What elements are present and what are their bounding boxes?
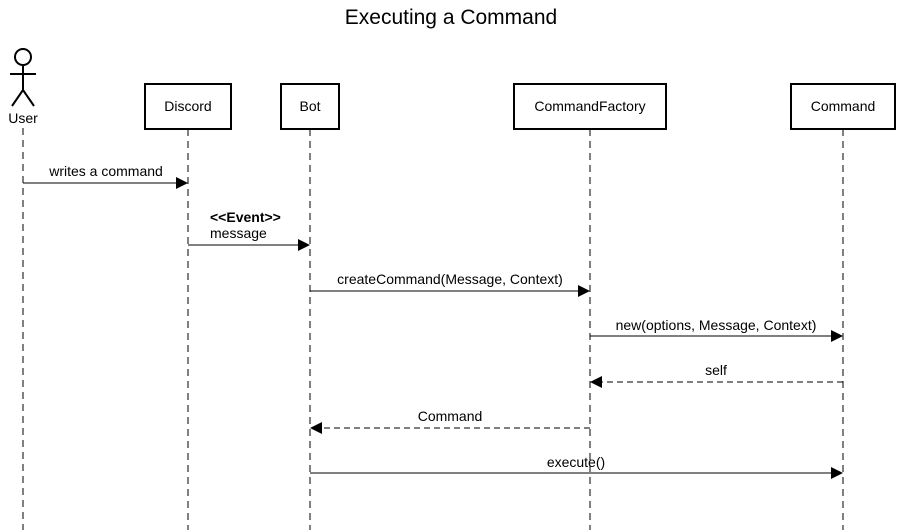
diagram-title: Executing a Command	[345, 6, 557, 29]
actor-label: User	[8, 110, 38, 126]
message-event: <<Event>> message	[188, 209, 310, 251]
message-label: writes a command	[48, 163, 163, 179]
message-label: message	[210, 225, 267, 241]
arrowhead-icon	[831, 467, 843, 479]
message-return-self: self	[590, 362, 843, 388]
message-create-command: createCommand(Message, Context)	[310, 271, 590, 297]
participant-command: Command	[790, 83, 896, 130]
participant-discord: Discord	[144, 83, 232, 130]
arrowhead-icon	[590, 376, 602, 388]
participant-label: CommandFactory	[534, 98, 645, 114]
message-return-command: Command	[310, 408, 590, 434]
message-stereotype: <<Event>>	[210, 209, 281, 225]
message-label: execute()	[547, 454, 605, 470]
message-label: new(options, Message, Context)	[616, 317, 817, 333]
message-label: Command	[418, 408, 483, 424]
arrowhead-icon	[310, 422, 322, 434]
stick-figure-icon	[10, 48, 36, 107]
arrowhead-icon	[298, 239, 310, 251]
arrowhead-icon	[578, 285, 590, 297]
message-new: new(options, Message, Context)	[590, 317, 843, 342]
message-execute: execute()	[310, 454, 843, 479]
participant-label: Command	[811, 98, 876, 114]
arrowhead-icon	[176, 177, 188, 189]
message-label: createCommand(Message, Context)	[337, 271, 563, 287]
message-label: self	[705, 362, 727, 378]
message-writes-command: writes a command	[23, 163, 188, 189]
participant-commandfactory: CommandFactory	[513, 83, 667, 130]
participant-label: Bot	[299, 98, 320, 114]
arrowhead-icon	[831, 330, 843, 342]
actor-user: User	[8, 48, 38, 126]
participant-label: Discord	[164, 98, 211, 114]
participant-bot: Bot	[280, 83, 340, 130]
